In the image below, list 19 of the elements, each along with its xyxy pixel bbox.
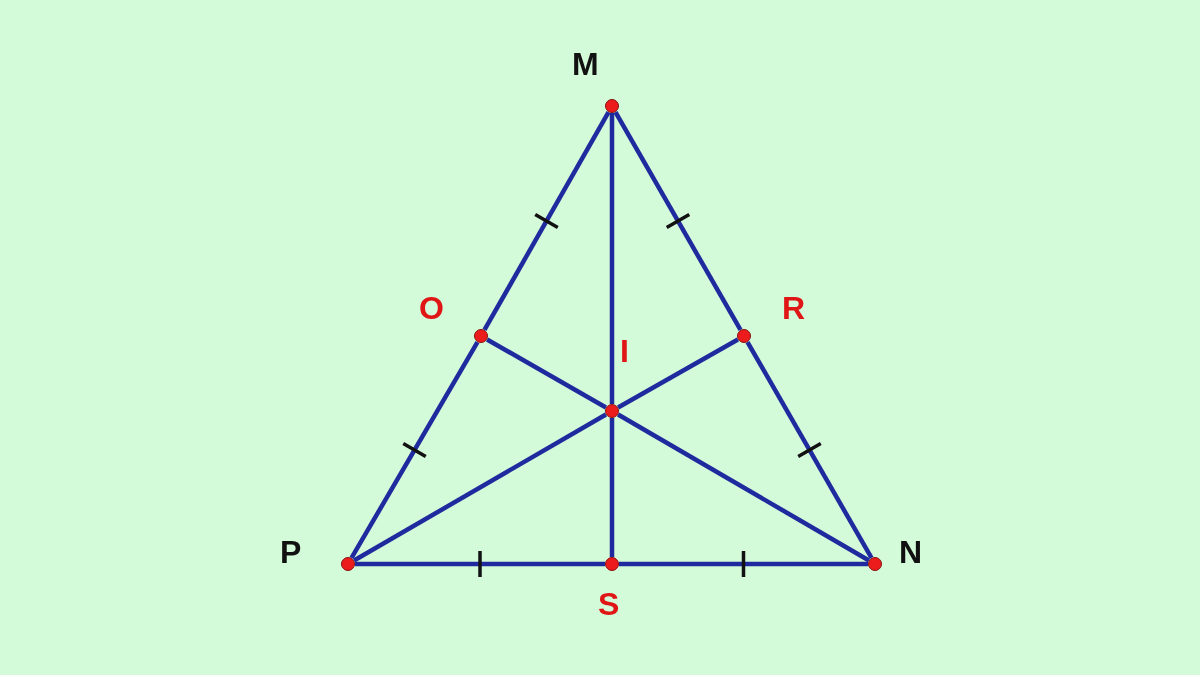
line-segment: [609, 418, 615, 557]
point-label: R: [782, 292, 806, 324]
point-label: S: [598, 588, 620, 620]
line-segment: [613, 110, 743, 332]
line-segment: [355, 561, 605, 567]
line-segment: [352, 412, 608, 563]
line-segment: [619, 561, 868, 567]
line-segment: [745, 340, 874, 560]
point-label: O: [419, 292, 444, 324]
point-label: N: [899, 536, 923, 568]
line-segment: [349, 340, 480, 560]
line-segment: [485, 337, 608, 410]
point-label: P: [280, 536, 302, 568]
point-label: I: [620, 335, 629, 367]
line-segment: [609, 113, 615, 404]
point-label: M: [572, 48, 599, 80]
line-segment: [482, 110, 611, 332]
line-segment: [616, 412, 871, 563]
line-segment: [616, 337, 740, 410]
